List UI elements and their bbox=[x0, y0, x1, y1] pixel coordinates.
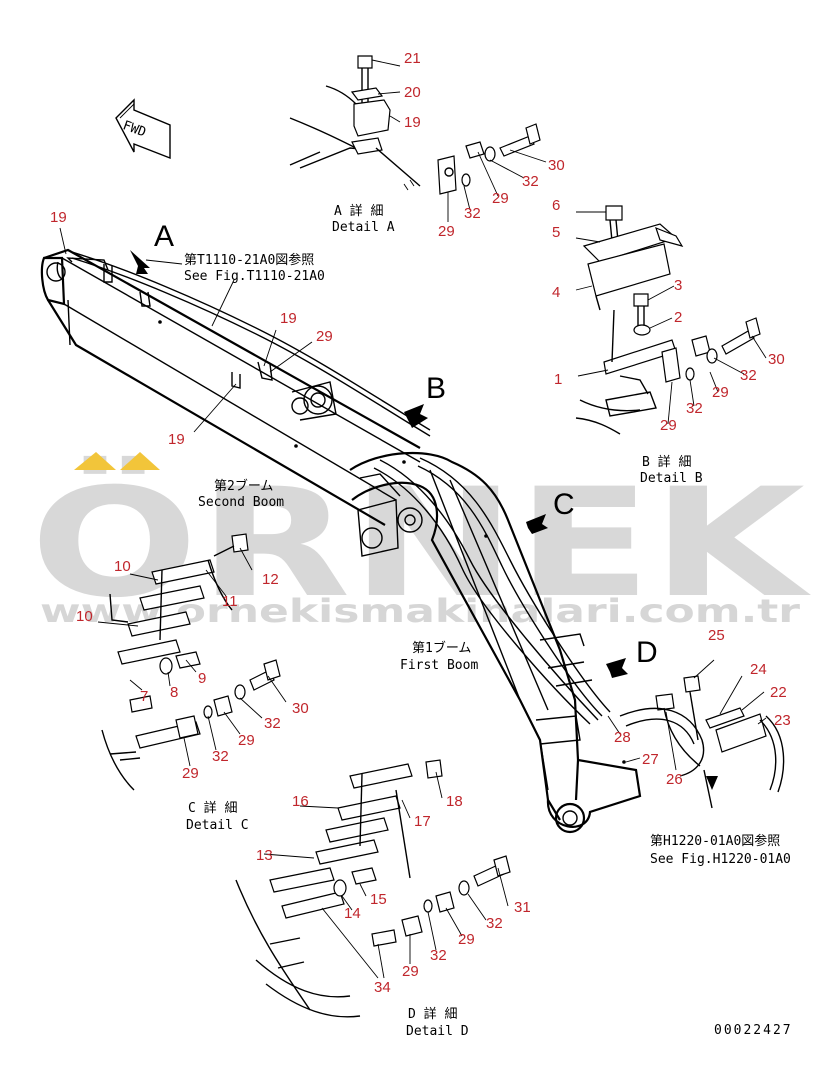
leader-lines bbox=[59, 59, 767, 979]
ref-h1220-en: See Fig.H1220-01A0 bbox=[650, 852, 791, 867]
detail-a-jp: A 詳 細 bbox=[334, 203, 383, 219]
detail-c-jp: C 詳 細 bbox=[188, 800, 237, 816]
detail-d-en: Detail D bbox=[406, 1024, 469, 1039]
callout-e32b: 32 bbox=[430, 947, 447, 964]
detail-a bbox=[289, 55, 541, 195]
first-boom-en: First Boom bbox=[400, 658, 478, 673]
callout-c29a: 29 bbox=[238, 732, 255, 749]
first-boom-drawing bbox=[349, 451, 642, 834]
ref-h1220-jp: 第H1220-01A0図参照 bbox=[650, 833, 780, 849]
arrow-c-icon bbox=[526, 514, 548, 534]
callout-a32b: 32 bbox=[464, 205, 481, 222]
callout-c29b: 29 bbox=[182, 765, 199, 782]
callout-e16: 16 bbox=[292, 793, 309, 810]
callout-b3: 3 bbox=[674, 277, 682, 294]
view-marker-d: D bbox=[636, 636, 658, 669]
arrow-a-icon bbox=[130, 250, 150, 274]
view-marker-c: C bbox=[553, 488, 575, 521]
callout-c11: 11 bbox=[222, 593, 238, 610]
callout-b2: 2 bbox=[674, 309, 682, 326]
callout-b30: 30 bbox=[768, 351, 785, 368]
callout-d28: 28 bbox=[614, 729, 631, 746]
callout-c7: 7 bbox=[140, 688, 148, 705]
first-boom-jp: 第1ブーム bbox=[412, 640, 471, 656]
detail-c-en: Detail C bbox=[186, 818, 249, 833]
callout-c32b: 32 bbox=[212, 748, 229, 765]
callout-e13: 13 bbox=[256, 847, 273, 864]
view-markers: A B C D bbox=[130, 220, 658, 678]
detail-d-jp: D 詳 細 bbox=[408, 1006, 457, 1022]
callout-c10a: 10 bbox=[114, 558, 131, 575]
detail-c bbox=[101, 533, 281, 791]
callout-d25: 25 bbox=[708, 627, 725, 644]
detail-b bbox=[575, 205, 761, 435]
arrow-d-icon bbox=[606, 658, 628, 678]
second-boom-drawing bbox=[40, 248, 431, 526]
watermark-accent-right bbox=[120, 452, 160, 470]
callout-d27: 27 bbox=[642, 751, 659, 768]
arrow-b-icon bbox=[404, 404, 428, 428]
callout-a20: 20 bbox=[404, 84, 421, 101]
second-boom-en: Second Boom bbox=[198, 495, 284, 510]
callout-e14: 14 bbox=[344, 905, 361, 922]
view-marker-a: A bbox=[154, 220, 174, 253]
detail-b-jp: B 詳 細 bbox=[642, 454, 691, 470]
drawing-number: 00022427 bbox=[714, 1023, 793, 1038]
callout-a29a: 29 bbox=[492, 190, 509, 207]
second-boom-jp: 第2ブーム bbox=[214, 478, 273, 494]
callout-m19c: 19 bbox=[168, 431, 185, 448]
callout-a32a: 32 bbox=[522, 173, 539, 190]
ref-t1110-en: See Fig.T1110-21A0 bbox=[184, 269, 325, 284]
callout-a29b: 29 bbox=[438, 223, 455, 240]
fwd-arrow: FWD bbox=[115, 98, 171, 160]
callout-m19a: 19 bbox=[50, 209, 67, 226]
fwd-label: FWD bbox=[121, 118, 148, 140]
callout-c32a: 32 bbox=[264, 715, 281, 732]
detail-b-en: Detail B bbox=[640, 471, 703, 486]
callout-b32b: 32 bbox=[686, 400, 703, 417]
callout-b4: 4 bbox=[552, 284, 560, 301]
callout-m19b: 19 bbox=[280, 310, 297, 327]
ref-t1110-jp: 第T1110-21A0図参照 bbox=[184, 252, 314, 268]
callout-e15: 15 bbox=[370, 891, 387, 908]
callout-e29a: 29 bbox=[458, 931, 475, 948]
callout-e29b: 29 bbox=[402, 963, 419, 980]
text-labels: 第T1110-21A0図参照 See Fig.T1110-21A0 第H1220… bbox=[184, 203, 793, 1039]
callout-c12: 12 bbox=[262, 571, 279, 588]
callout-a30: 30 bbox=[548, 157, 565, 174]
callout-m29: 29 bbox=[316, 328, 333, 345]
callout-c10b: 10 bbox=[76, 608, 93, 625]
view-marker-b: B bbox=[426, 372, 446, 405]
callout-a21: 21 bbox=[404, 50, 421, 67]
callout-numbers: 21 20 19 30 32 29 32 29 6 5 3 4 2 1 30 3… bbox=[50, 50, 791, 996]
callout-e17: 17 bbox=[414, 813, 431, 830]
callout-c30: 30 bbox=[292, 700, 309, 717]
detail-a-en: Detail A bbox=[332, 220, 395, 235]
detail-d-parts bbox=[235, 759, 511, 1018]
detail-d-hoses bbox=[619, 675, 785, 809]
callout-b5: 5 bbox=[552, 224, 560, 241]
callout-b29b: 29 bbox=[660, 417, 677, 434]
callout-d22: 22 bbox=[770, 684, 787, 701]
callout-a19: 19 bbox=[404, 114, 421, 131]
callout-b1: 1 bbox=[554, 371, 562, 388]
callout-d26: 26 bbox=[666, 771, 683, 788]
watermark-accent-left bbox=[74, 452, 116, 470]
callout-b29a: 29 bbox=[712, 384, 729, 401]
callout-e34: 34 bbox=[374, 979, 391, 996]
callout-e18: 18 bbox=[446, 793, 463, 810]
callout-e32a: 32 bbox=[486, 915, 503, 932]
callout-d24: 24 bbox=[750, 661, 767, 678]
callout-e31: 31 bbox=[514, 899, 531, 916]
callout-b32a: 32 bbox=[740, 367, 757, 384]
callout-c8: 8 bbox=[170, 684, 178, 701]
callout-b6: 6 bbox=[552, 197, 560, 214]
callout-d23: 23 bbox=[774, 712, 791, 729]
callout-c9: 9 bbox=[198, 670, 206, 687]
